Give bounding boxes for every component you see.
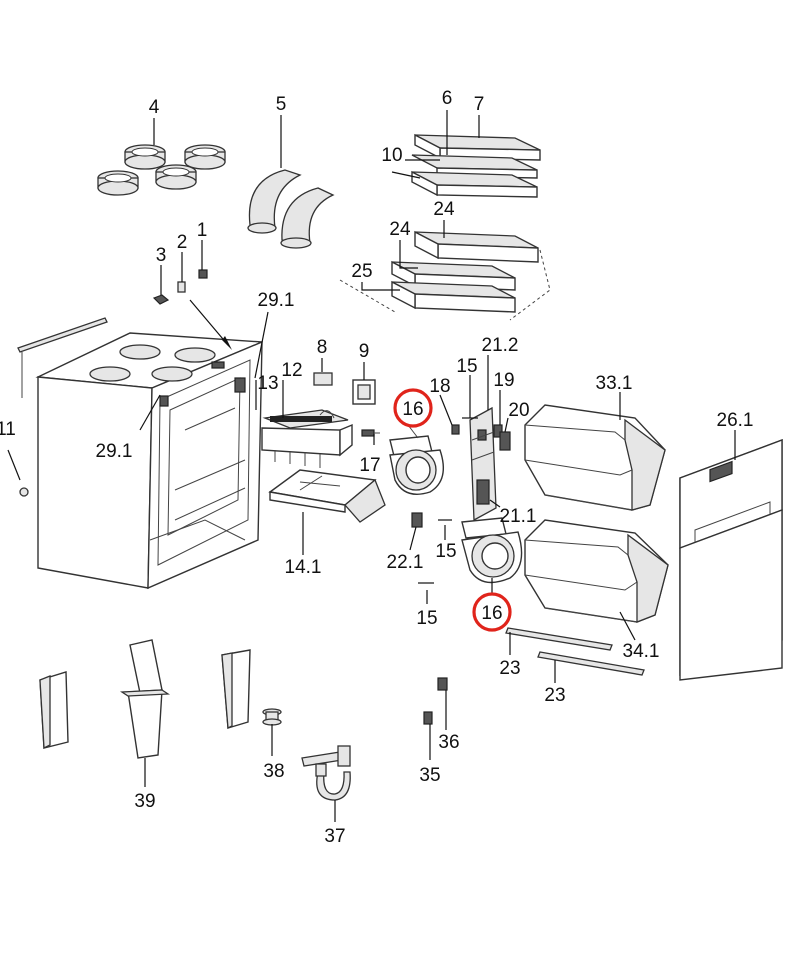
sensor-block: [313, 372, 333, 386]
callout-17: 17: [359, 455, 380, 476]
filter-stack-top: [411, 133, 541, 198]
filter-stack-bottom: [339, 230, 551, 321]
front-door: [679, 438, 783, 681]
callout-22-1: 22.1: [387, 552, 424, 573]
callout-14-1: 14.1: [285, 557, 322, 578]
callout-5: 5: [276, 94, 287, 115]
callout-11: 11: [0, 419, 16, 440]
callout-4: 4: [149, 97, 160, 118]
callout-labels: 4 5 6 7 10 24 24 25 1 2 3 29.1 8 9 15 21…: [0, 88, 753, 847]
fan-upper: [389, 424, 444, 495]
callout-1: 1: [197, 220, 208, 241]
feet-set: [39, 639, 251, 759]
callout-16-upper: 16: [402, 399, 423, 420]
main-housing: [17, 317, 263, 590]
heat-exchanger-upper: [524, 404, 666, 511]
callout-39: 39: [134, 791, 155, 812]
callout-8: 8: [317, 337, 328, 358]
drain-fitting: [262, 708, 282, 726]
callout-36: 36: [438, 732, 459, 753]
callout-10: 10: [381, 145, 402, 166]
callout-23-upper: 23: [499, 658, 520, 679]
callout-26-1: 26.1: [717, 410, 754, 431]
leader-lines: [7, 110, 736, 822]
callout-21-1: 21.1: [500, 506, 537, 527]
siphon-trap: [301, 745, 351, 801]
callout-16-lower: 16: [481, 603, 502, 624]
callout-15-middle: 15: [435, 541, 456, 562]
callout-7: 7: [474, 94, 485, 115]
screw-set: [152, 269, 208, 305]
heat-exchanger-lower: [524, 519, 669, 623]
module-20: [499, 431, 511, 451]
callout-9: 9: [359, 341, 370, 362]
callout-2: 2: [177, 232, 188, 253]
drip-tray: [268, 469, 386, 523]
callout-38: 38: [263, 761, 284, 782]
callout-33-1: 33.1: [596, 373, 633, 394]
bracket-22: [411, 512, 423, 528]
callout-15-lower: 15: [416, 608, 437, 629]
control-board: [469, 406, 497, 522]
callout-29-1-upper: 29.1: [258, 290, 295, 311]
callout-20: 20: [508, 400, 529, 421]
small-connector: [361, 429, 380, 437]
clips-35-36: [423, 677, 448, 725]
callout-3: 3: [156, 245, 167, 266]
callout-35: 35: [419, 765, 440, 786]
callout-24-lower: 24: [389, 219, 411, 240]
callout-6: 6: [442, 88, 453, 109]
callout-19: 19: [493, 370, 514, 391]
highlight-circle-lower: [472, 592, 512, 632]
sensor-18: [451, 424, 460, 435]
duct-elbow-pair: [247, 169, 335, 249]
callout-34-1: 34.1: [623, 641, 660, 662]
callout-23-lower: 23: [544, 685, 565, 706]
duct-ring-set: [97, 144, 226, 196]
callout-13: 13: [257, 373, 278, 394]
highlight-circle-upper: [393, 388, 433, 428]
callout-15-upper: 15: [456, 356, 477, 377]
connector-19: [493, 424, 503, 438]
control-plate: [352, 379, 376, 405]
callout-12: 12: [281, 360, 302, 381]
rail-pair: [505, 627, 645, 676]
heater-module: [261, 409, 353, 468]
callout-25: 25: [351, 261, 372, 282]
callout-18: 18: [429, 376, 450, 397]
fan-lower: [461, 517, 523, 584]
callout-29-1-lower: 29.1: [96, 441, 133, 462]
callout-21-2: 21.2: [482, 335, 519, 356]
callout-37: 37: [324, 826, 345, 847]
callout-24-upper: 24: [433, 199, 455, 220]
